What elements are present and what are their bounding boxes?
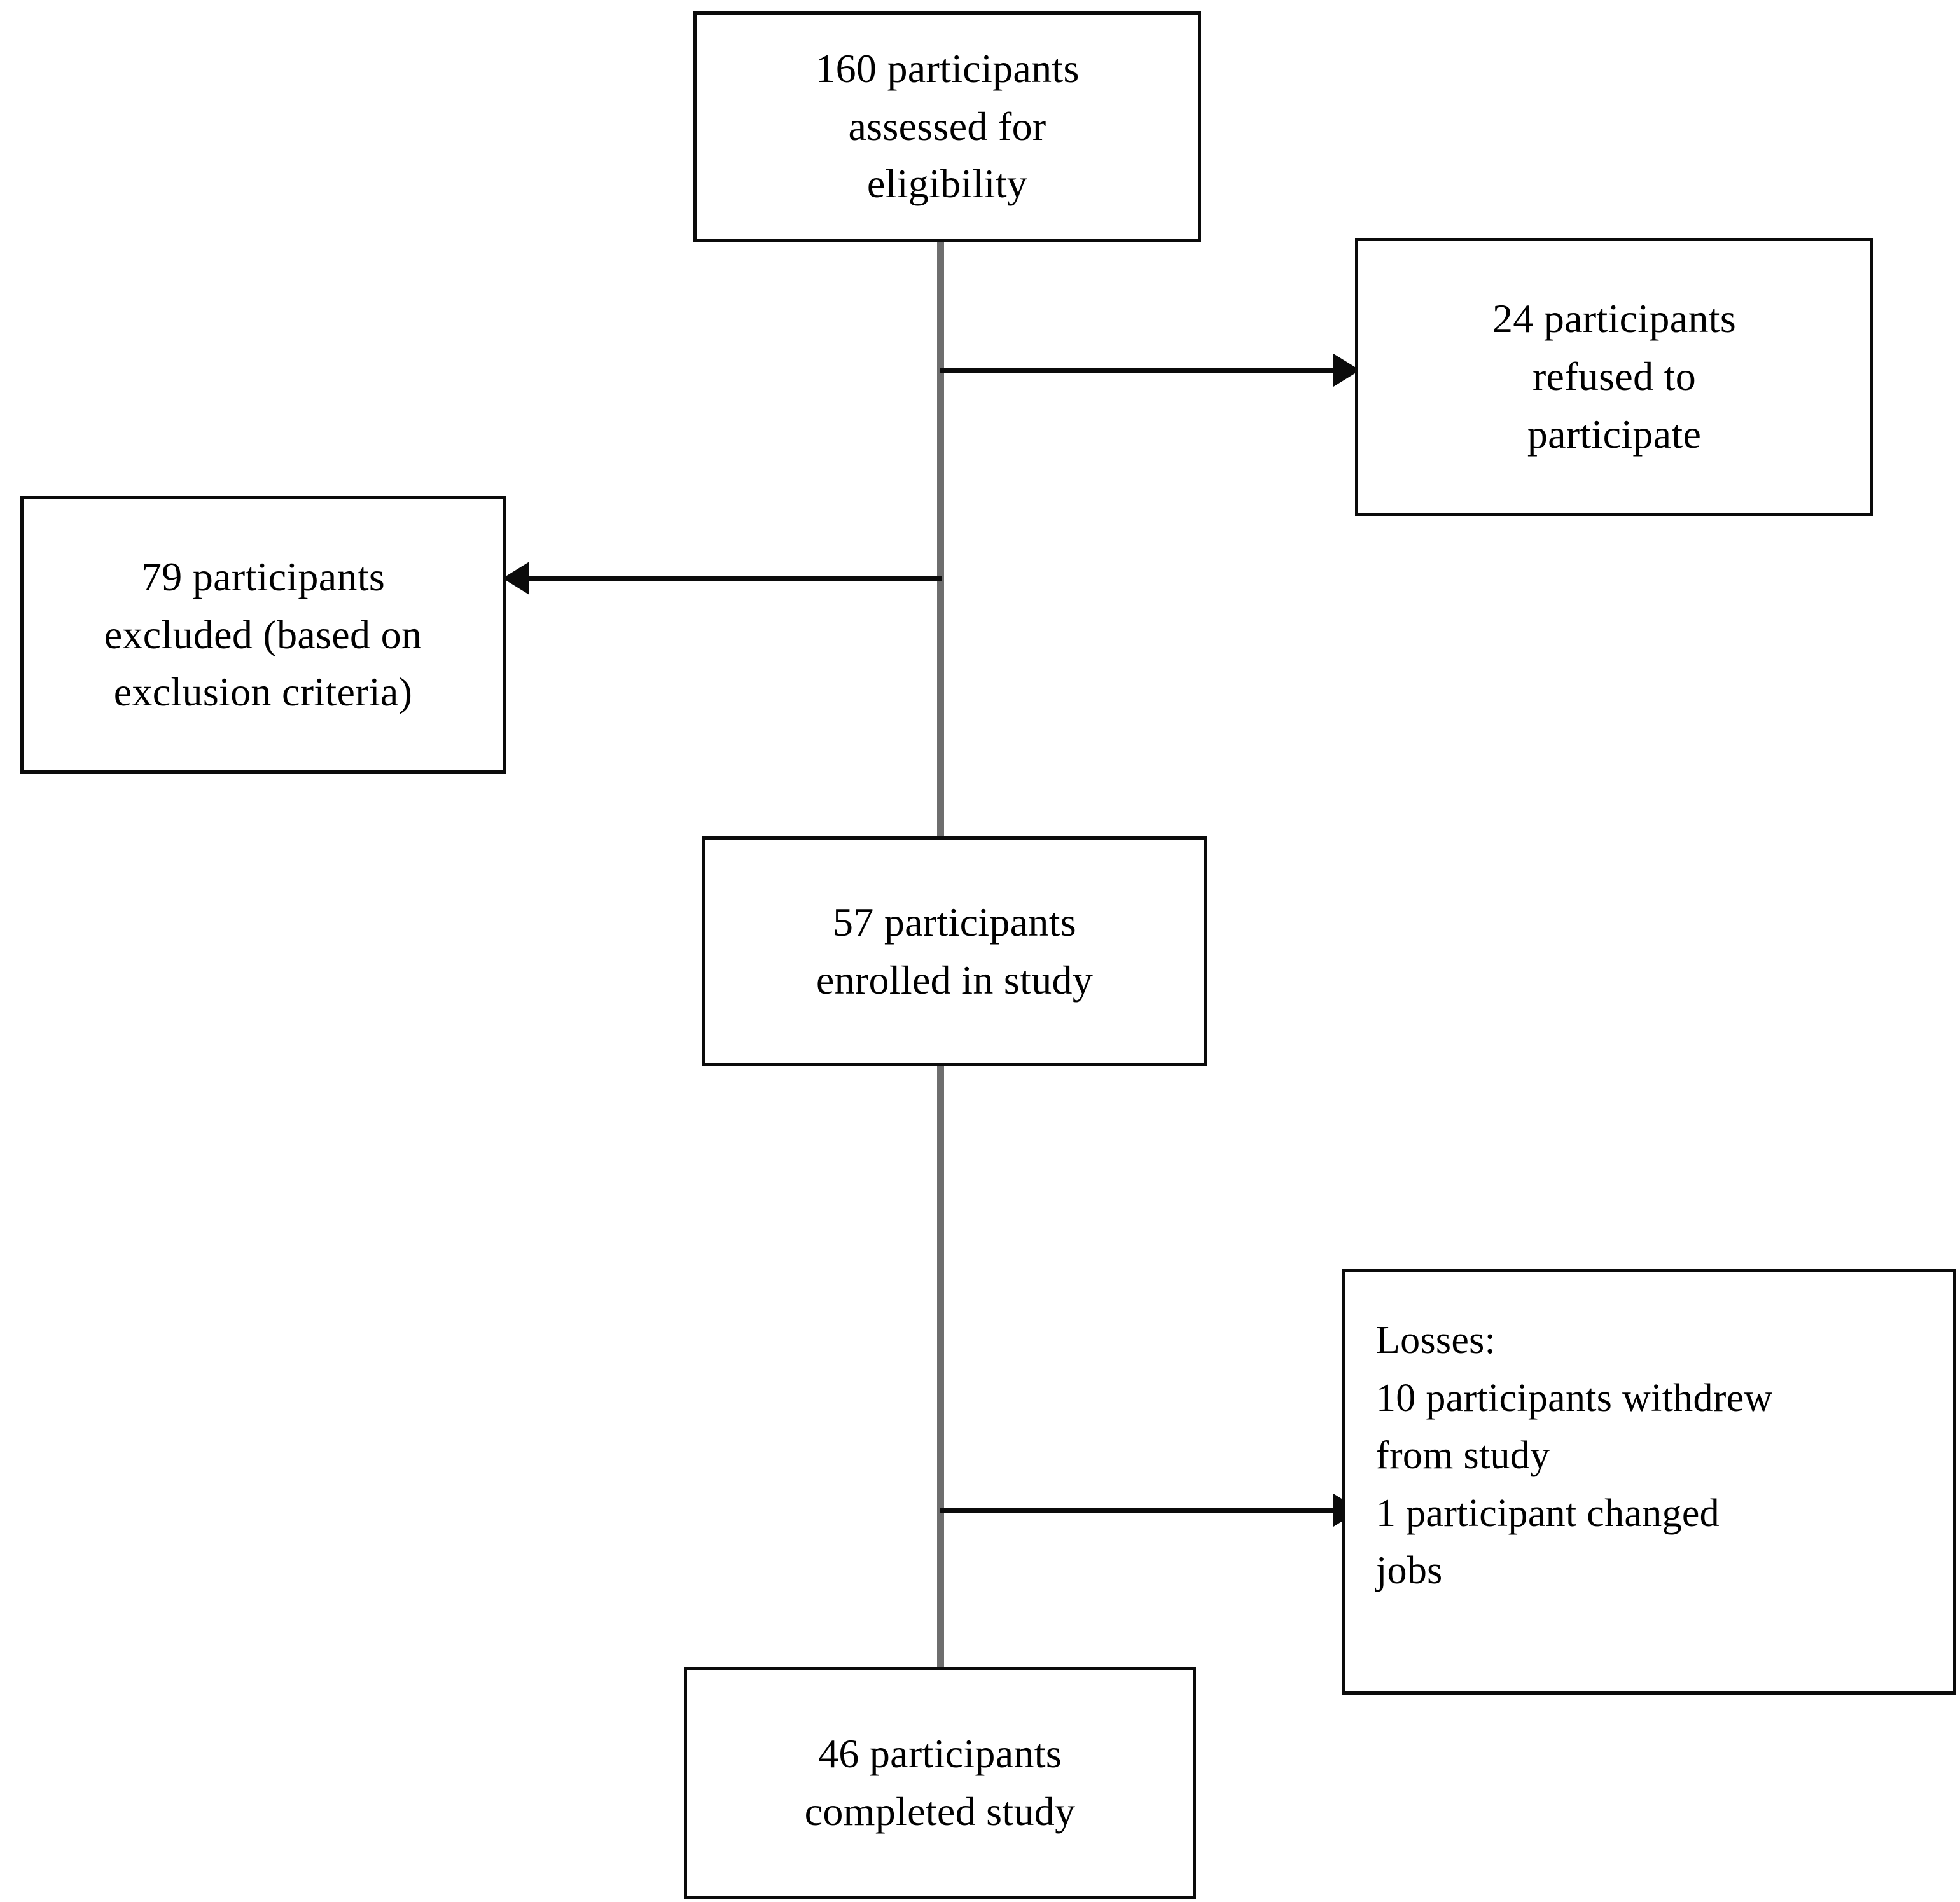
node-completed-label: 46 participants completed study	[804, 1731, 1076, 1834]
node-losses: Losses: 10 participants withdrew from st…	[1342, 1269, 1956, 1695]
edge-enrolled-to-losses-line	[940, 1508, 1360, 1513]
node-assessed-for-eligibility: 160 participants assessed for eligibilit…	[693, 11, 1201, 242]
node-refused-label: 24 participants refused to participate	[1492, 296, 1737, 457]
node-excluded-by-criteria: 79 participants excluded (based on exclu…	[20, 496, 506, 774]
arrow-left-icon-excluded	[503, 562, 529, 595]
node-enrolled-label: 57 participants enrolled in study	[816, 899, 1094, 1003]
node-completed-study: 46 participants completed study	[684, 1667, 1196, 1899]
node-assessed-label: 160 participants assessed for eligibilit…	[815, 45, 1080, 207]
node-losses-label: Losses: 10 participants withdrew from st…	[1376, 1319, 1773, 1593]
node-enrolled-in-study: 57 participants enrolled in study	[702, 836, 1207, 1066]
edge-assessed-to-excluded-line	[514, 576, 942, 581]
edge-assessed-to-refused-line	[940, 368, 1360, 373]
node-refused-to-participate: 24 participants refused to participate	[1355, 238, 1873, 516]
node-excluded-label: 79 participants excluded (based on exclu…	[104, 553, 422, 715]
